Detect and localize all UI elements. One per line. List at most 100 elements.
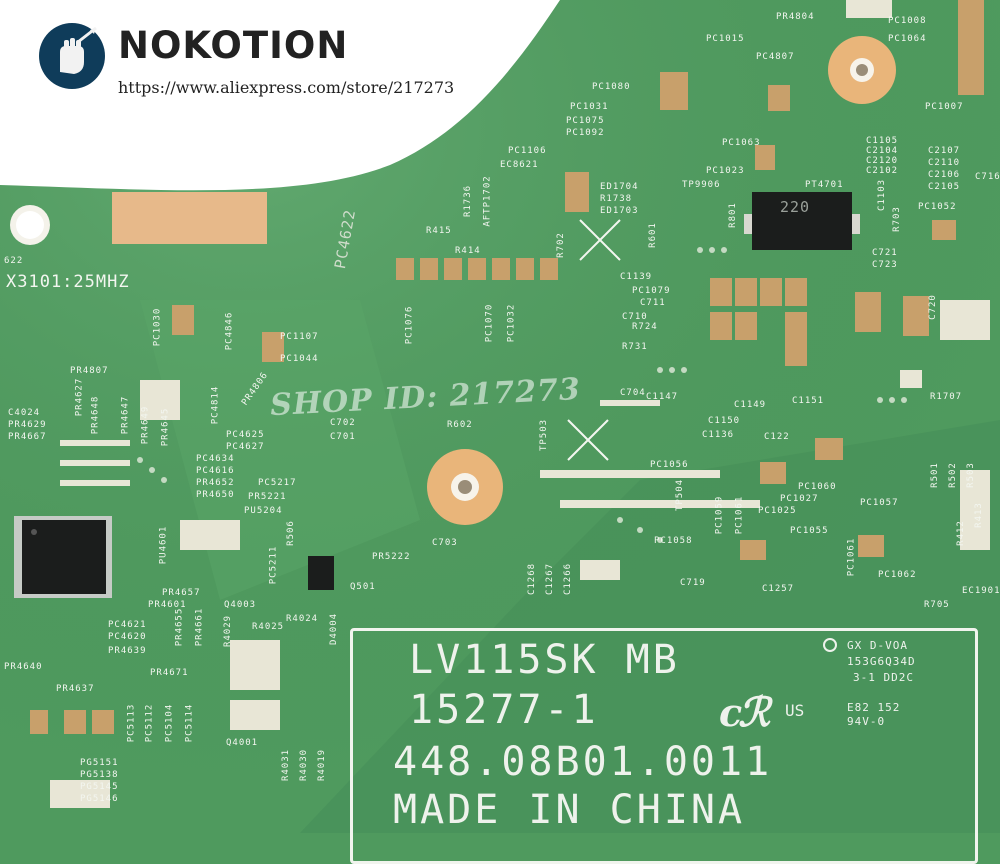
silk-label: R4025 bbox=[252, 622, 285, 632]
silk-label: PC1079 bbox=[632, 286, 671, 296]
silk-label: PC1075 bbox=[566, 116, 605, 126]
silk-label: PC1064 bbox=[888, 34, 927, 44]
silk-label: C2102 bbox=[866, 166, 899, 176]
store-url: https://www.aliexpress.com/store/217273 bbox=[118, 78, 455, 97]
silk-label: PR4601 bbox=[148, 600, 187, 610]
silk-label: C1105 bbox=[866, 136, 899, 146]
pcb-surface bbox=[0, 0, 1000, 833]
silk-label: C1151 bbox=[792, 396, 825, 406]
silk-label: PR4637 bbox=[56, 684, 95, 694]
silk-label: PR4807 bbox=[70, 366, 109, 376]
silk-label: C1257 bbox=[762, 584, 795, 594]
silk-label: C1103 bbox=[877, 178, 888, 212]
silk-label: PR4640 bbox=[4, 662, 43, 672]
silk-label: R4031 bbox=[281, 748, 292, 782]
cert-mark: 153G6Q34D bbox=[847, 655, 916, 668]
silk-label: R501 bbox=[929, 462, 940, 488]
silk-label: TP504 bbox=[675, 478, 686, 512]
silk-label: PG5145 bbox=[80, 782, 119, 792]
silk-label: PU5204 bbox=[244, 506, 283, 516]
silk-label: C710 bbox=[622, 312, 648, 322]
clock-silk-label: X3101:25MHZ bbox=[6, 272, 130, 292]
silk-label: PR4652 bbox=[196, 478, 235, 488]
silk-label: C701 bbox=[330, 432, 356, 442]
silk-corner-label: 622 bbox=[4, 256, 24, 266]
silk-label: R601 bbox=[647, 222, 658, 248]
silk-label: C1136 bbox=[702, 430, 735, 440]
silk-label: PC1015 bbox=[706, 34, 745, 44]
silk-label: R503 bbox=[965, 462, 976, 488]
silk-label: PC5104 bbox=[164, 703, 175, 743]
silk-label: PR4645 bbox=[160, 407, 171, 447]
silk-label: PC1025 bbox=[758, 506, 797, 516]
silk-label: PR4667 bbox=[8, 432, 47, 442]
board-edge-background bbox=[0, 0, 560, 191]
silk-label: R705 bbox=[924, 600, 950, 610]
silk-label: PC1070 bbox=[484, 303, 495, 343]
silk-label: PR4627 bbox=[74, 377, 85, 417]
silk-label: PC1061 bbox=[846, 537, 857, 577]
silk-label: R4024 bbox=[286, 614, 319, 624]
silk-label: C2105 bbox=[928, 182, 961, 192]
label-origin: MADE IN CHINA bbox=[393, 787, 746, 833]
silk-label: R414 bbox=[455, 246, 481, 256]
silk-label: PC1031 bbox=[570, 102, 609, 112]
silk-label: C2106 bbox=[928, 170, 961, 180]
silk-label: R4019 bbox=[317, 748, 328, 782]
silk-label: R702 bbox=[555, 232, 566, 258]
silk-label: PR4648 bbox=[90, 395, 101, 435]
silk-label: R4030 bbox=[299, 748, 310, 782]
silk-label: PC4620 bbox=[108, 632, 147, 642]
capacitor-array bbox=[30, 0, 984, 734]
silk-label: PC1062 bbox=[878, 570, 917, 580]
silk-label: C1150 bbox=[708, 416, 741, 426]
transistor bbox=[308, 556, 334, 590]
silk-label: C721 bbox=[872, 248, 898, 258]
silk-label: PC1057 bbox=[860, 498, 899, 508]
silk-label: PC1107 bbox=[280, 332, 319, 342]
silk-label: R1738 bbox=[600, 194, 633, 204]
silk-label: PC5114 bbox=[184, 703, 195, 743]
silk-label: PR4649 bbox=[140, 405, 151, 445]
silk-label: PC1061 bbox=[734, 495, 745, 535]
silk-label: PG5146 bbox=[80, 794, 119, 804]
silk-label: PC1030 bbox=[152, 307, 163, 347]
silk-label: PC1059 bbox=[714, 495, 725, 535]
silk-label: PC1076 bbox=[404, 305, 415, 345]
silk-label: R413 bbox=[973, 502, 984, 528]
ul-logo-icon: cℛ bbox=[719, 689, 770, 736]
silk-label: C1268 bbox=[527, 562, 538, 596]
silk-label: R1707 bbox=[930, 392, 963, 402]
silk-label: PG5151 bbox=[80, 758, 119, 768]
silk-label: PC1027 bbox=[780, 494, 819, 504]
silk-label: R724 bbox=[632, 322, 658, 332]
silk-label: R801 bbox=[727, 202, 738, 228]
silk-label: C1266 bbox=[563, 562, 574, 596]
silk-label: Q4001 bbox=[226, 738, 259, 748]
silk-label: PC5211 bbox=[268, 545, 279, 585]
silk-label: C122 bbox=[764, 432, 790, 442]
silk-label: R506 bbox=[285, 520, 296, 546]
silk-label: PR4629 bbox=[8, 420, 47, 430]
fist-logo-icon bbox=[39, 23, 105, 89]
silk-label: C2107 bbox=[928, 146, 961, 156]
silk-label: TP9906 bbox=[682, 180, 721, 190]
silk-label: PR4661 bbox=[194, 607, 205, 647]
silk-label: PC1044 bbox=[280, 354, 319, 364]
silk-label: PC4616 bbox=[196, 466, 235, 476]
silk-label: C1147 bbox=[646, 392, 679, 402]
silk-label: C723 bbox=[872, 260, 898, 270]
silk-label: PC4627 bbox=[226, 442, 265, 452]
silk-label: C716 bbox=[975, 172, 1000, 182]
silk-label: C1139 bbox=[620, 272, 653, 282]
silk-label: Q501 bbox=[350, 582, 376, 592]
silk-label: PC4625 bbox=[226, 430, 265, 440]
silk-label: R4029 bbox=[223, 614, 234, 648]
silk-label: PC1106 bbox=[508, 146, 547, 156]
silk-label: PR4655 bbox=[174, 607, 185, 647]
chip-marking: 220 bbox=[780, 198, 811, 216]
qfn-chip bbox=[14, 516, 112, 598]
silk-label: PC4634 bbox=[196, 454, 235, 464]
silk-label: PR4639 bbox=[108, 646, 147, 656]
silk-label: PC1055 bbox=[790, 526, 829, 536]
